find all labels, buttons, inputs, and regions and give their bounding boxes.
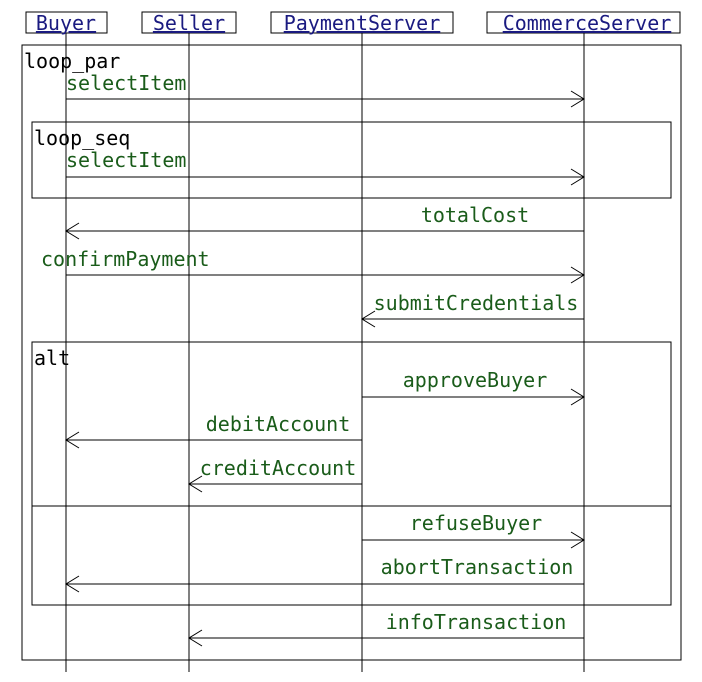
message-confirm-payment: confirmPayment	[41, 247, 585, 284]
arrowhead-left	[65, 222, 80, 240]
message-refuse-buyer: refuseBuyer	[362, 511, 585, 549]
arrowhead-right	[570, 388, 585, 406]
message-total-cost: totalCost	[65, 203, 584, 240]
message-approve-buyer: approveBuyer	[362, 368, 585, 406]
message-label: submitCredentials	[374, 291, 579, 315]
arrowhead-left	[65, 575, 80, 593]
participant-paymentserver: PaymentServer	[270, 11, 454, 35]
message-label: abortTransaction	[381, 555, 574, 579]
message-label: selectItem	[66, 148, 186, 172]
arrowhead-left	[188, 475, 203, 493]
arrowhead-right	[570, 168, 585, 186]
message-abort-transaction: abortTransaction	[65, 555, 584, 593]
frame-alt-label: alt	[34, 346, 70, 370]
frame-loop-par-label: loop_par	[24, 49, 120, 73]
participant-commerceserver-label: CommerceServer	[503, 11, 672, 35]
message-label: approveBuyer	[403, 368, 548, 392]
arrowhead-left	[361, 310, 376, 328]
message-submit-credentials: submitCredentials	[361, 291, 584, 328]
participant-commerceserver: CommerceServer	[486, 11, 681, 35]
message-label: selectItem	[66, 71, 186, 95]
message-credit-account: creditAccount	[188, 456, 362, 493]
message-label: debitAccount	[206, 412, 351, 436]
message-label: confirmPayment	[41, 247, 210, 271]
arrowhead-right	[570, 90, 585, 108]
message-info-transaction: infoTransaction	[188, 610, 584, 647]
participant-buyer-label: Buyer	[36, 11, 96, 35]
message-select-item-2: selectItem	[66, 148, 585, 186]
message-label: infoTransaction	[386, 610, 567, 634]
participant-buyer: Buyer	[25, 11, 108, 35]
participant-seller-label: Seller	[153, 11, 225, 35]
frame-loop-par: loop_par	[21, 44, 682, 661]
frame-loop-seq-label: loop_seq	[34, 126, 130, 150]
frame-loop-seq: loop_seq	[31, 121, 672, 199]
arrowhead-left	[188, 629, 203, 647]
participant-paymentserver-label: PaymentServer	[284, 11, 441, 35]
participant-seller: Seller	[141, 11, 237, 35]
message-label: totalCost	[421, 203, 529, 227]
message-debit-account: debitAccount	[65, 412, 362, 449]
arrowhead-right	[570, 531, 585, 549]
arrowhead-right	[570, 266, 585, 284]
message-select-item-1: selectItem	[66, 71, 585, 108]
frame-alt: alt	[31, 341, 672, 606]
arrowhead-left	[65, 431, 80, 449]
message-label: refuseBuyer	[410, 511, 542, 535]
message-label: creditAccount	[200, 456, 357, 480]
